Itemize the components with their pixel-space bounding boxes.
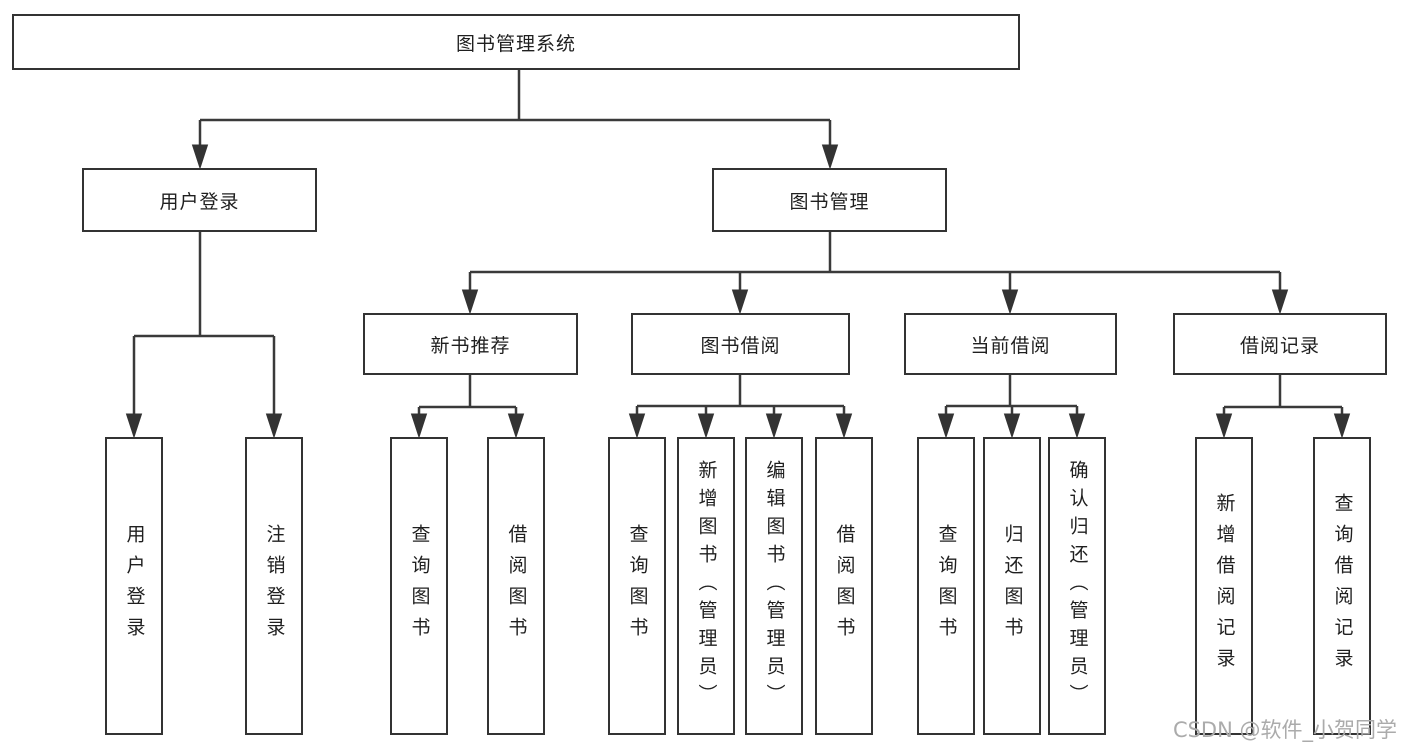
node-label: 借阅图书	[833, 524, 856, 648]
leaf-borrow-books-borrowing: 借阅图书	[815, 437, 873, 735]
leaf-user-login: 用户登录	[105, 437, 163, 735]
connector-line	[944, 375, 1079, 420]
connector-book-borrowing-to-leaves	[628, 375, 853, 439]
leaf-borrow-books-recommend: 借阅图书	[487, 437, 545, 735]
node-label: 新书推荐	[430, 334, 511, 357]
node-library-management-system: 图书管理系统	[12, 14, 1020, 70]
connector-root-to-level1	[191, 70, 839, 170]
arrow-down-icon	[765, 413, 783, 439]
node-label: 查询借阅记录	[1331, 493, 1354, 679]
arrow-down-icon	[697, 413, 715, 439]
leaf-query-books-current: 查询图书	[917, 437, 975, 735]
connector-current-borrowing-to-leaves	[937, 375, 1086, 439]
node-label: 图书借阅	[700, 334, 781, 357]
csdn-watermark: CSDN @软件_小贺同学	[1172, 718, 1397, 742]
arrow-down-icon	[628, 413, 646, 439]
leaf-query-books-recommend: 查询图书	[390, 437, 448, 735]
node-label: 新增借阅记录	[1213, 493, 1236, 679]
arrow-down-icon	[410, 413, 428, 439]
connector-line	[132, 232, 276, 420]
node-label: 注销登录	[263, 524, 286, 648]
node-label: 查询图书	[935, 524, 958, 648]
connector-line	[417, 375, 518, 420]
arrow-down-icon	[1271, 289, 1289, 315]
node-label: 用户登录	[123, 524, 146, 648]
node-label: 借阅图书	[505, 524, 528, 648]
node-label: 当前借阅	[970, 334, 1051, 357]
arrow-down-icon	[1215, 413, 1233, 439]
connector-user-login-to-leaves	[125, 232, 283, 439]
leaf-add-books-admin: 新增图书（管理员）	[677, 437, 735, 735]
arrow-down-icon	[507, 413, 525, 439]
node-label: 查询图书	[408, 524, 431, 648]
arrow-down-icon	[191, 144, 209, 170]
connector-borrowing-records-to-leaves	[1215, 375, 1351, 439]
connector-new-book-recommendation-to-leaves	[410, 375, 525, 439]
node-label: 新增图书（管理员）	[695, 460, 718, 712]
arrow-down-icon	[125, 413, 143, 439]
connector-line	[1222, 375, 1344, 420]
node-book-management: 图书管理	[712, 168, 947, 232]
arrow-down-icon	[835, 413, 853, 439]
arrow-down-icon	[1333, 413, 1351, 439]
node-label: 图书管理	[789, 190, 870, 213]
node-label: 借阅记录	[1239, 334, 1320, 357]
arrow-down-icon	[1068, 413, 1086, 439]
node-label: 编辑图书（管理员）	[763, 460, 786, 712]
node-label: 确认归还（管理员）	[1066, 460, 1089, 712]
leaf-edit-books-admin: 编辑图书（管理员）	[745, 437, 803, 735]
arrow-down-icon	[1003, 413, 1021, 439]
node-book-borrowing: 图书借阅	[631, 313, 850, 375]
connector-line	[198, 70, 832, 151]
node-new-book-recommendation: 新书推荐	[363, 313, 578, 375]
connector-line	[468, 232, 1282, 296]
node-current-borrowing: 当前借阅	[904, 313, 1117, 375]
node-label: 图书管理系统	[455, 32, 576, 55]
connector-book-management-to-level3	[461, 232, 1289, 315]
leaf-return-books: 归还图书	[983, 437, 1041, 735]
connector-line	[635, 375, 846, 420]
arrow-down-icon	[265, 413, 283, 439]
arrow-down-icon	[1001, 289, 1019, 315]
node-label: 归还图书	[1001, 524, 1024, 648]
arrow-down-icon	[821, 144, 839, 170]
node-label: 用户登录	[159, 190, 240, 213]
node-borrowing-records: 借阅记录	[1173, 313, 1387, 375]
arrow-down-icon	[937, 413, 955, 439]
leaf-query-books-borrowing: 查询图书	[608, 437, 666, 735]
leaf-logout: 注销登录	[245, 437, 303, 735]
node-user-login: 用户登录	[82, 168, 317, 232]
arrow-down-icon	[461, 289, 479, 315]
node-label: 查询图书	[626, 524, 649, 648]
arrow-down-icon	[731, 289, 749, 315]
leaf-query-borrow-record: 查询借阅记录	[1313, 437, 1371, 735]
leaf-confirm-return-admin: 确认归还（管理员）	[1048, 437, 1106, 735]
leaf-add-borrow-record: 新增借阅记录	[1195, 437, 1253, 735]
